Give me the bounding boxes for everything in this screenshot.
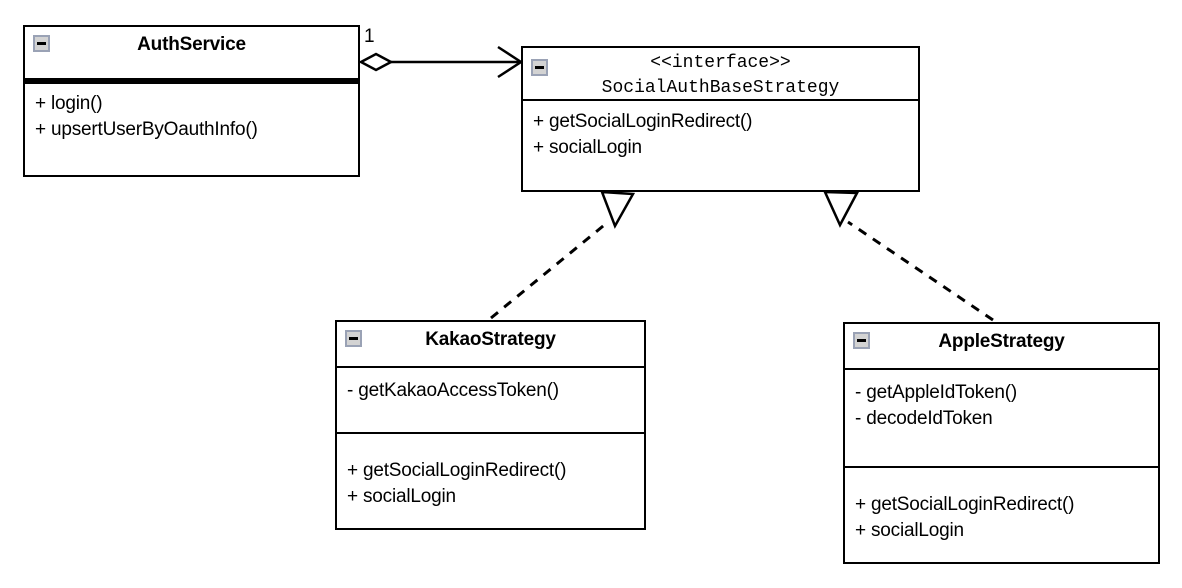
compartment-apple-strategy-operations: + getSocialLoginRedirect() + socialLogin [845, 468, 1158, 552]
class-header-apple-strategy: AppleStrategy [845, 324, 1158, 370]
member-item: + socialLogin [533, 137, 642, 158]
realization-connector-kakao-to-strategy[interactable] [490, 190, 636, 320]
class-stereotype-social-auth-base-strategy: <<interface>> [650, 53, 791, 73]
class-name-social-auth-base-strategy: SocialAuthBaseStrategy [601, 78, 840, 98]
hollow-triangle-icon [600, 190, 636, 229]
class-name-kakao-strategy: KakaoStrategy [425, 329, 556, 350]
hollow-diamond-icon [358, 52, 394, 72]
compartment-auth-service-operations: + login() + upsertUserByOauthInfo() [25, 80, 358, 151]
realization-connector-apple-to-strategy[interactable] [823, 190, 994, 322]
compartment-social-auth-base-strategy-operations: + getSocialLoginRedirect() + socialLogin [523, 101, 918, 169]
class-name-apple-strategy: AppleStrategy [938, 331, 1065, 352]
aggregation-source-multiplicity: 1 [364, 26, 375, 47]
realization-line-kakao [490, 220, 609, 320]
class-header-kakao-strategy: KakaoStrategy [337, 322, 644, 368]
member-item: + socialLogin [855, 520, 964, 541]
member-item: + upsertUserByOauthInfo() [35, 119, 258, 140]
member-item: + login() [35, 93, 103, 114]
member-item: + getSocialLoginRedirect() [533, 111, 753, 132]
member-item: + socialLogin [347, 486, 456, 507]
compartment-kakao-strategy-operations: + getSocialLoginRedirect() + socialLogin [337, 434, 644, 518]
class-header-auth-service: AuthService [25, 27, 358, 80]
compartment-kakao-strategy-private: - getKakaoAccessToken() [337, 368, 644, 434]
class-box-social-auth-base-strategy[interactable]: <<interface>> SocialAuthBaseStrategy + g… [521, 46, 920, 192]
member-item: - decodeIdToken [855, 408, 993, 429]
class-header-social-auth-base-strategy: <<interface>> SocialAuthBaseStrategy [523, 48, 918, 101]
class-box-auth-service[interactable]: AuthService + login() + upsertUserByOaut… [23, 25, 360, 177]
member-item: - getAppleIdToken() [855, 382, 1018, 403]
compartment-apple-strategy-private: - getAppleIdToken() - decodeIdToken [845, 370, 1158, 468]
minus-icon[interactable] [33, 35, 50, 52]
minus-icon[interactable] [345, 330, 362, 347]
aggregation-connector-auth-service-to-strategy[interactable] [358, 45, 524, 79]
class-box-kakao-strategy[interactable]: KakaoStrategy - getKakaoAccessToken() + … [335, 320, 646, 530]
class-box-apple-strategy[interactable]: AppleStrategy - getAppleIdToken() - deco… [843, 322, 1160, 564]
class-name-auth-service: AuthService [137, 34, 246, 55]
member-item: + getSocialLoginRedirect() [347, 460, 567, 481]
member-item: - getKakaoAccessToken() [347, 380, 559, 401]
hollow-triangle-icon [823, 190, 860, 228]
open-arrowhead-icon [497, 45, 524, 79]
member-item: + getSocialLoginRedirect() [855, 494, 1075, 515]
realization-line-apple [847, 220, 994, 322]
minus-icon[interactable] [853, 332, 870, 349]
minus-icon[interactable] [531, 59, 548, 76]
